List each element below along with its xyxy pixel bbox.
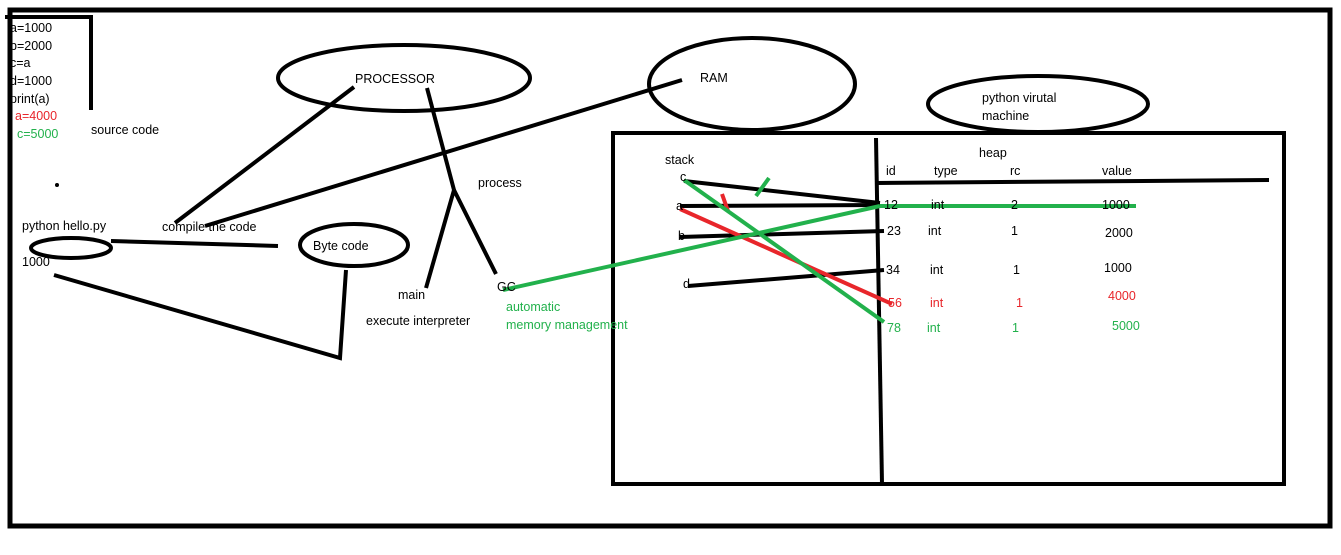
heap-header-rc: rc bbox=[1010, 164, 1020, 178]
green-reassign-line bbox=[682, 178, 886, 324]
heap-cell-value: 4000 bbox=[1108, 289, 1136, 303]
heap-cell-id: 34 bbox=[886, 263, 900, 277]
bytecode-label: Byte code bbox=[313, 239, 369, 253]
processor-ellipse bbox=[276, 43, 532, 113]
heap-cell-type: int bbox=[930, 296, 944, 310]
heap-cell-value: 1000 bbox=[1102, 198, 1130, 212]
bytecode-ellipse bbox=[298, 222, 410, 268]
heap-cell-id: 23 bbox=[887, 224, 901, 238]
heap-cell-type: int bbox=[930, 263, 944, 277]
stack-b-ref-line bbox=[679, 229, 885, 239]
heap-cell-type: int bbox=[928, 224, 942, 238]
stack-d-ref-line bbox=[687, 268, 885, 288]
process-label: process bbox=[478, 176, 522, 190]
heap-row: 23 int 1 2000 bbox=[887, 224, 1133, 240]
gc-note-line2: memory management bbox=[506, 318, 628, 332]
source-line: d=1000 bbox=[10, 74, 52, 88]
source-line-green: c=5000 bbox=[17, 127, 58, 141]
heap-cell-rc: 1 bbox=[1012, 321, 1019, 335]
heap-cell-id: 56 bbox=[888, 296, 902, 310]
heap-cell-type: int bbox=[927, 321, 941, 335]
gc-label: GC bbox=[497, 280, 516, 294]
heap-row: 12 int 2 1000 bbox=[884, 198, 1130, 212]
heap-cell-value: 2000 bbox=[1105, 226, 1133, 240]
stack-var-c: c bbox=[680, 170, 686, 184]
heap-cell-rc: 1 bbox=[1013, 263, 1020, 277]
stack-heap-divider bbox=[874, 137, 884, 485]
heap-row: 34 int 1 1000 bbox=[886, 261, 1132, 277]
heap-header-type: type bbox=[934, 164, 958, 178]
heap-header-id: id bbox=[886, 164, 896, 178]
source-line: print(a) bbox=[10, 92, 50, 106]
source-line-red: a=4000 bbox=[15, 109, 57, 123]
processor-label: PROCESSOR bbox=[355, 72, 435, 86]
heap-cell-rc: 1 bbox=[1016, 296, 1023, 310]
command-ellipse bbox=[29, 236, 113, 260]
pvm-label-line1: python virutal bbox=[982, 91, 1056, 105]
stack-a-ref-line bbox=[679, 203, 881, 208]
output-to-bytecode-line bbox=[53, 269, 348, 361]
stack-var-d: d bbox=[683, 277, 690, 291]
source-line: b=2000 bbox=[10, 39, 52, 53]
heap-cell-value: 1000 bbox=[1104, 261, 1132, 275]
compile-label: compile the code bbox=[162, 220, 257, 234]
heap-header-underline bbox=[875, 178, 1270, 185]
processor-to-process-line bbox=[425, 87, 456, 191]
ram-label: RAM bbox=[700, 71, 728, 85]
heap-cell-type: int bbox=[931, 198, 945, 212]
source-line: c=a bbox=[10, 56, 31, 70]
heap-header-value: value bbox=[1102, 164, 1132, 178]
pvm-label-line2: machine bbox=[982, 109, 1029, 123]
ram-ellipse bbox=[647, 36, 857, 132]
processor-to-compile-line bbox=[173, 85, 356, 225]
stack-var-a: a bbox=[676, 199, 683, 213]
source-code-caption: source code bbox=[91, 123, 159, 137]
heap-cell-id: 12 bbox=[884, 198, 898, 212]
execute-label: execute interpreter bbox=[366, 314, 470, 328]
memory-box bbox=[611, 131, 1286, 486]
source-code-bracket bbox=[5, 15, 93, 110]
heap-row: 78 int 1 5000 bbox=[887, 319, 1140, 335]
gc-collect-line bbox=[502, 204, 881, 292]
heap-cell-value: 5000 bbox=[1112, 319, 1140, 333]
process-to-gc-line bbox=[452, 189, 498, 275]
heap-cell-rc: 1 bbox=[1011, 224, 1018, 238]
gc-note-line1: automatic bbox=[506, 300, 560, 314]
command-label: python hello.py bbox=[22, 219, 107, 233]
stray-dot bbox=[55, 183, 59, 187]
heap-row: 56 int 1 4000 bbox=[888, 289, 1136, 310]
red-reassign-line bbox=[679, 207, 893, 306]
source-line: a=1000 bbox=[10, 21, 52, 35]
heap-cell-id: 78 bbox=[887, 321, 901, 335]
stack-c-ref-line bbox=[683, 179, 881, 205]
heap-cell-rc: 2 bbox=[1011, 198, 1018, 212]
green-strike-mark bbox=[754, 176, 771, 198]
main-label: main bbox=[398, 288, 425, 302]
stack-label: stack bbox=[665, 153, 695, 167]
heap-label: heap bbox=[979, 146, 1007, 160]
output-label: 1000 bbox=[22, 255, 50, 269]
command-to-bytecode-line bbox=[110, 239, 279, 248]
stack-var-b: b bbox=[678, 229, 685, 243]
outer-frame bbox=[7, 7, 1333, 529]
process-to-main-line bbox=[424, 189, 456, 289]
